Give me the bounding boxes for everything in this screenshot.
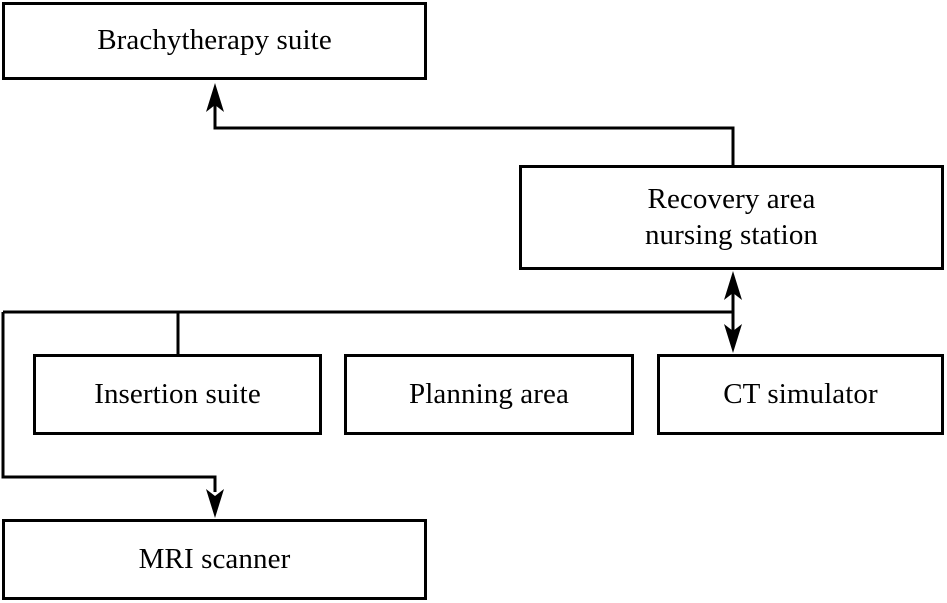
node-insertion-suite[interactable]: Insertion suite — [33, 354, 322, 435]
node-planning-area[interactable]: Planning area — [344, 354, 634, 435]
connector-recovery-to-brachytherapy — [206, 83, 735, 165]
node-brachytherapy-suite[interactable]: Brachytherapy suite — [2, 2, 427, 80]
node-recovery-area-nursing-station[interactable]: Recovery area nursing station — [519, 165, 944, 270]
node-ct-simulator[interactable]: CT simulator — [657, 354, 944, 435]
node-label-ct-simulator: CT simulator — [723, 377, 878, 410]
arrowhead-down-mri-scanner — [206, 489, 224, 518]
arrowhead-down-ct-simulator — [724, 324, 742, 353]
arrowhead-up-recovery — [724, 271, 742, 300]
arrowhead-up-brachytherapy — [206, 83, 224, 112]
node-label-insertion-suite: Insertion suite — [94, 377, 261, 410]
connector-trunk-to-mri-scanner — [1, 312, 224, 518]
node-label-brachytherapy-suite: Brachytherapy suite — [97, 24, 332, 57]
node-label-mri-scanner: MRI scanner — [138, 542, 291, 575]
node-label-recovery-area-nursing-station: Recovery area nursing station — [644, 183, 819, 251]
node-label-planning-area: Planning area — [409, 377, 569, 410]
node-mri-scanner[interactable]: MRI scanner — [2, 519, 427, 600]
connector-trunk-bus — [3, 310, 733, 355]
